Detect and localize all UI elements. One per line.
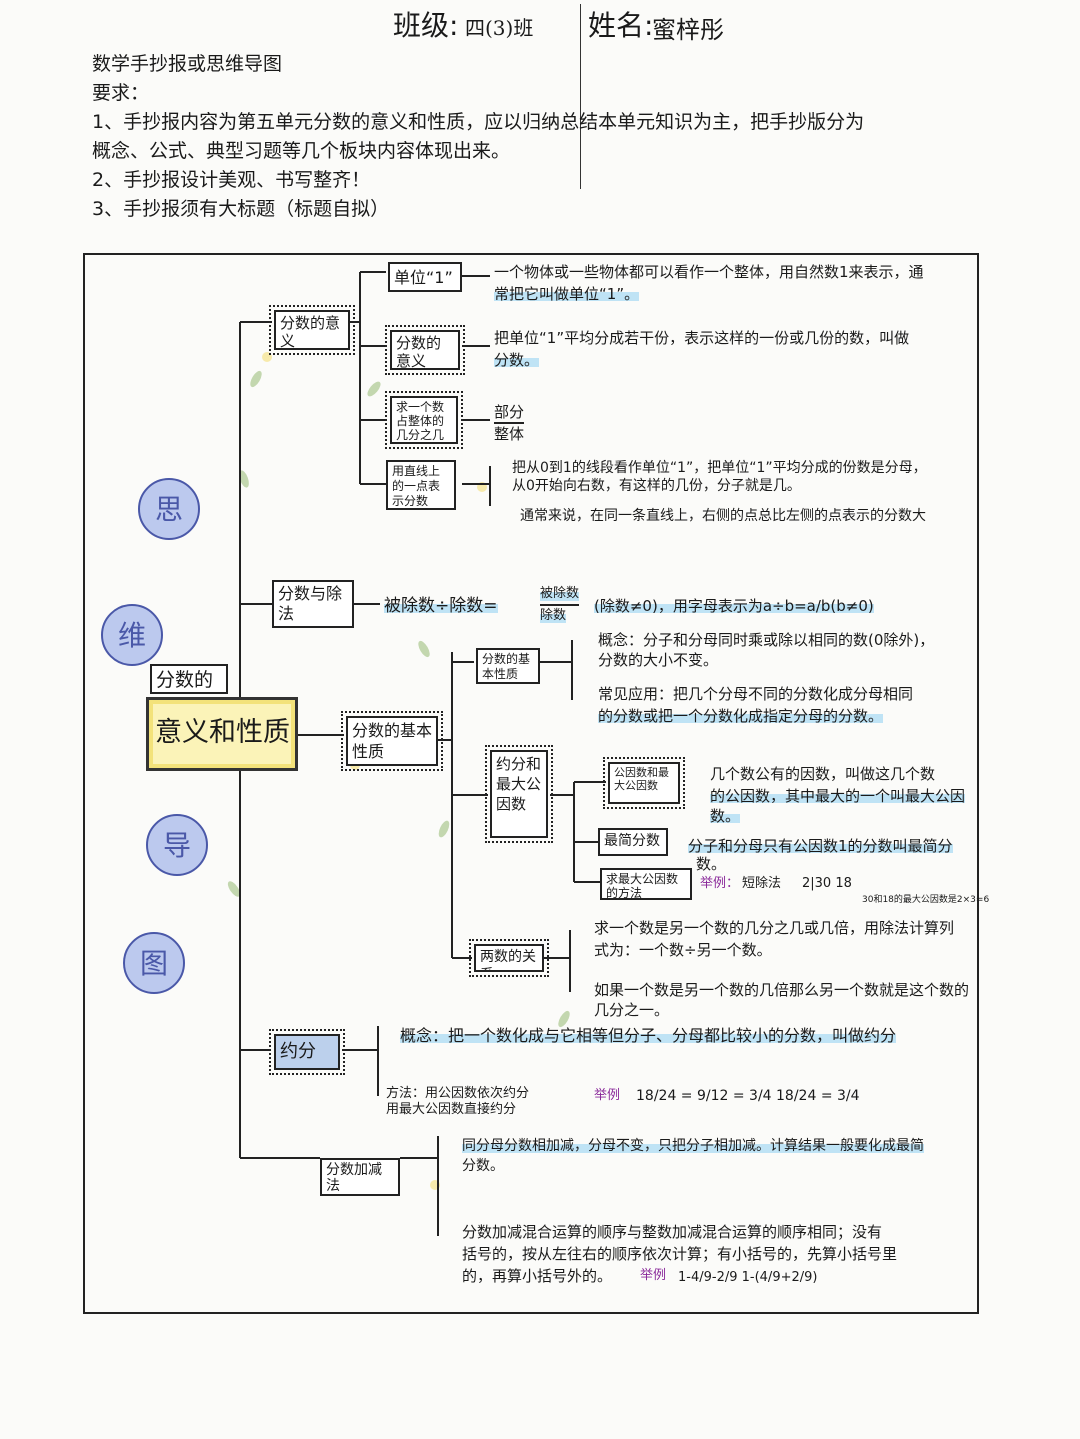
- reduce-example-tag: 举例: [594, 1088, 621, 1103]
- circle-dao: 导: [146, 814, 208, 876]
- class-value: 四(3)班: [465, 16, 534, 40]
- req-title: 数学手抄报或思维导图: [92, 53, 283, 75]
- decor-sparkle: [430, 1180, 440, 1190]
- find-note: 30和18的最大公因数是2×3=6: [862, 895, 990, 905]
- addsub-text3: 分数加减混合运算的顺序与整数加减混合运算的顺序相同；没有: [462, 1223, 883, 1241]
- part-whole-numerator: 部分: [494, 402, 525, 424]
- number-line-text1: 把从0到1的线段看作单位“1”，把单位“1”平均分成的份数是分母，: [512, 460, 927, 476]
- simplest-text2: 数。: [696, 855, 727, 873]
- decor-sparkle: [477, 482, 487, 492]
- unit-one-text1: 一个物体或一些物体都可以看作一个整体，用自然数1来表示，通: [494, 263, 924, 281]
- division-numerator: 被除数: [540, 584, 580, 606]
- division-text-b: (除数≠0)，用字母表示为a÷b=a/b(b≠0): [594, 596, 874, 616]
- mindmap-frame: [83, 253, 979, 1314]
- branch-reduce: 约分: [269, 1029, 345, 1075]
- part-whole-denominator: 整体: [494, 425, 525, 443]
- req-item3: 3、手抄报须有大标题（标题自拟）: [92, 198, 390, 220]
- circle-wei: 维: [101, 604, 163, 666]
- branch-meaning: 分数的意义: [269, 305, 355, 355]
- addsub-text4: 括号的，按从左往右的顺序依次计算；有小括号的，先算小括号里: [462, 1245, 898, 1263]
- req-item1-line2: 概念、公式、典型习题等几个板块内容体现出来。: [92, 140, 511, 162]
- addsub-text5: 的，再算小括号外的。: [462, 1267, 613, 1285]
- simplest-text1: 分子和分母只有公因数1的分数叫最简分: [688, 836, 953, 856]
- node-fraction-meaning: 分数的意义: [385, 325, 465, 375]
- node-part-whole: 求一个数占整体的几分之几: [385, 391, 463, 449]
- req-item2: 2、手抄报设计美观、书写整齐！: [92, 169, 371, 191]
- circle-tu: 图: [123, 932, 185, 994]
- common-factor-text3: 数。: [710, 806, 741, 826]
- two-numbers-text4: 几分之一。: [594, 1001, 670, 1019]
- fraction-meaning-text1: 把单位“1”平均分成若干份，表示这样的一份或几份的数，叫做: [494, 329, 910, 347]
- basic-concept2: 分数的大小不变。: [598, 651, 719, 669]
- branch-division: 分数与除法: [272, 580, 354, 628]
- find-calc: 2|30 18: [802, 876, 852, 891]
- decor-sparkle: [262, 352, 272, 362]
- addsub-example: 1-4/9-2/9 1-(4/9+2/9): [678, 1270, 818, 1285]
- find-method: 短除法: [742, 876, 782, 891]
- branch-addsub: 分数加减法: [320, 1158, 400, 1196]
- basic-app2: 的分数或把一个分数化成指定分母的分数。: [598, 706, 884, 726]
- two-numbers-text3: 如果一个数是另一个数的几倍那么另一个数就是这个数的: [594, 981, 970, 999]
- node-two-numbers: 两数的关系: [469, 939, 549, 977]
- common-factor-text1: 几个数公有的因数，叫做这几个数: [710, 765, 936, 783]
- reduce-method1: 方法：用公因数依次约分: [386, 1086, 530, 1101]
- division-text-a: 被除数÷除数=: [384, 596, 498, 616]
- node-gcf: 约分和最大公因数: [485, 745, 553, 843]
- basic-concept1: 概念：分子和分母同时乘或除以相同的数(0除外)，: [598, 631, 935, 649]
- node-number-line: 用直线上的一点表示分数: [386, 460, 456, 510]
- basic-app1: 常见应用：把几个分母不同的分数化成分母相同: [598, 685, 914, 703]
- node-basic-property: 分数的基本性质: [476, 648, 540, 684]
- number-line-text2: 从0开始向右数，有这样的几份，分子就是几。: [512, 478, 801, 494]
- name-label: 姓名:: [588, 9, 654, 42]
- addsub-text2: 分数。: [462, 1158, 504, 1174]
- number-line-text3: 通常来说，在同一条直线上，右侧的点总比左侧的点表示的分数大: [520, 508, 926, 524]
- circle-si: 思: [138, 478, 200, 540]
- division-denominator: 除数: [540, 606, 567, 626]
- find-example-tag: 举例：: [700, 876, 740, 891]
- req-label: 要求：: [92, 82, 150, 104]
- center-title: 意义和性质: [146, 697, 298, 771]
- two-numbers-text1: 求一个数是另一个数的几分之几或几倍，用除法计算列: [594, 919, 955, 937]
- common-factor-text2: 的公因数，其中最大的一个叫最大公因: [710, 786, 966, 806]
- center-small-label: 分数的: [150, 664, 228, 694]
- node-find-gcf: 求最大公因数的方法: [600, 868, 692, 900]
- class-label: 班级:: [393, 9, 459, 42]
- addsub-text1: 同分母分数相加减，分母不变，只把分子相加减。计算结果一般要化成最简: [462, 1136, 924, 1156]
- branch-property: 分数的基本性质: [341, 711, 443, 771]
- node-common-factor: 公因数和最大公因数: [603, 757, 685, 809]
- name-value: 蜜梓彤: [652, 16, 724, 44]
- addsub-example-tag: 举例: [640, 1268, 667, 1283]
- two-numbers-text2: 式为：一个数÷另一个数。: [594, 941, 772, 959]
- req-item1-line1: 1、手抄报内容为第五单元分数的意义和性质，应以归纳总结本单元知识为主，把手抄版分…: [92, 111, 865, 133]
- reduce-example: 18/24 = 9/12 = 3/4 18/24 = 3/4: [636, 1088, 860, 1104]
- node-simplest: 最简分数: [598, 828, 668, 856]
- reduce-concept: 概念：把一个数化成与它相等但分子、分母都比较小的分数，叫做约分: [400, 1026, 897, 1046]
- header-divider: [580, 4, 581, 189]
- reduce-method2: 用最大公因数直接约分: [386, 1102, 517, 1117]
- unit-one-text2: 常把它叫做单位“1”。: [494, 284, 640, 304]
- node-unit-one: 单位“1”: [388, 262, 462, 292]
- fraction-meaning-text2: 分数。: [494, 350, 540, 370]
